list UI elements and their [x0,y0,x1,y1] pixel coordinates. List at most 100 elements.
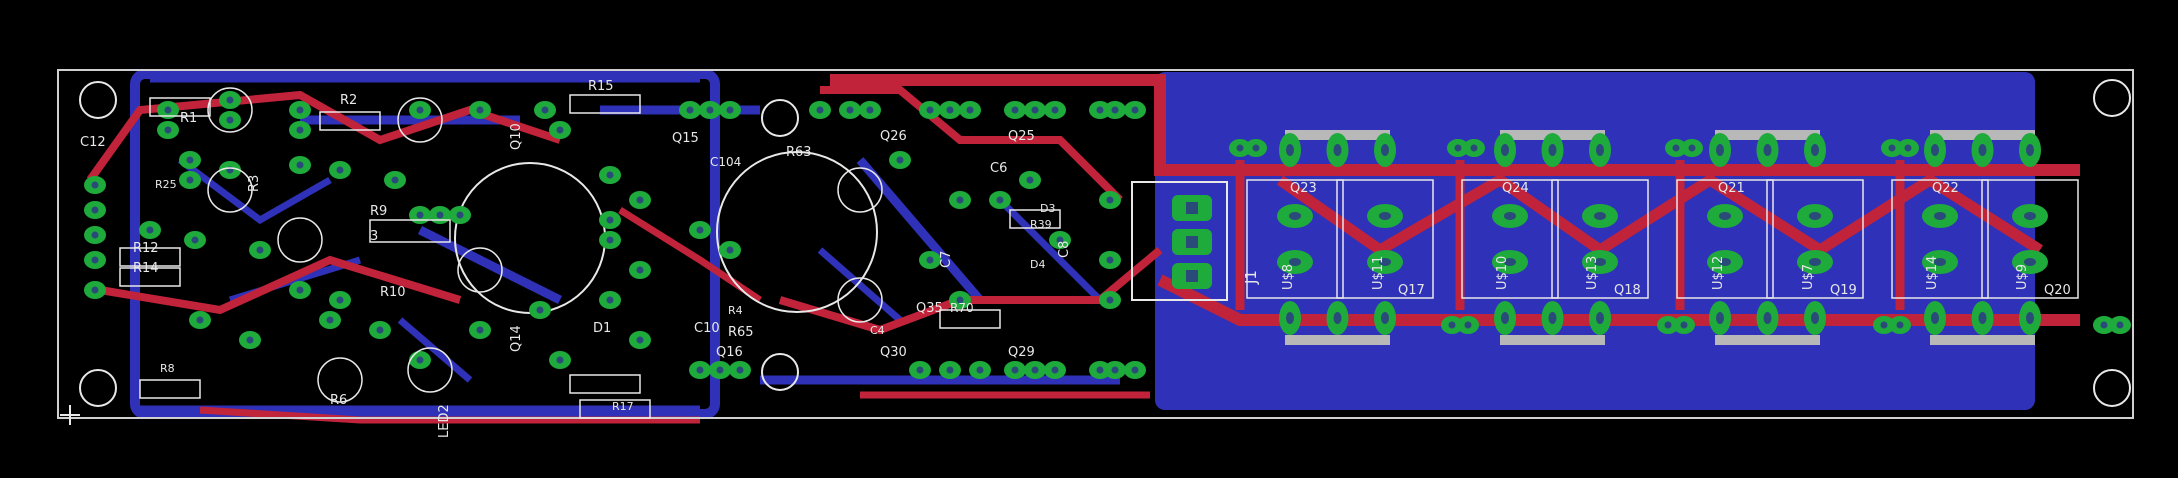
mounting-hole [2093,369,2131,407]
mounting-hole [79,81,117,119]
label-j1: J1 [1242,270,1260,285]
component-drill [926,256,934,264]
transistor-outline [837,167,883,213]
label-q26: Q26 [880,129,907,144]
transistor-outline [1766,179,1864,299]
component-drill [541,106,549,114]
component-drill [186,156,194,164]
transistor-drill [1934,258,1946,266]
transistor-outline [1246,179,1344,299]
component-drill [436,211,444,219]
transistor-outline [1891,179,1989,299]
component-drill [1111,106,1119,114]
label-u10: U$10 [1495,256,1510,290]
transistor-drill [1809,212,1821,220]
component-drill [191,236,199,244]
tab-drill [1978,312,1987,324]
component-drill [296,126,304,134]
resistor-outline [119,267,181,287]
component-drill [336,296,344,304]
component-drill [1236,144,1244,152]
tab-drill [1381,144,1389,156]
tab-drill [1548,312,1557,324]
component-drill [956,196,964,204]
component-drill [1464,321,1472,329]
tab-drill [1333,312,1342,324]
transistor-outline [1981,179,2079,299]
component-drill [996,196,1004,204]
label-r1: R1 [180,111,197,126]
label-q19: Q19 [1830,283,1857,298]
board-outline [57,69,2134,419]
component-drill [926,106,934,114]
large-components [454,151,1228,314]
component-drill [636,266,644,274]
label-r25: R25 [155,178,177,191]
component-drill [91,181,99,189]
component-drill [956,296,964,304]
silkscreen-labels-center: Q26 Q25 C6 C8 C7 R39 R70 Q35 Q30 Q29 R63… [728,129,1260,360]
component-drill [296,161,304,169]
mounting-hole [79,369,117,407]
component-drill [1031,366,1039,374]
connector-j1-outline [1131,181,1228,301]
component-drill [456,211,464,219]
mounting-hole [2093,79,2131,117]
component-drill [536,306,544,314]
tab-drill [1763,312,1772,324]
resistor-outline [149,97,211,117]
component-drill [716,366,724,374]
label-u8: U$8 [1281,264,1296,290]
component-drill [866,106,874,114]
tab-drill [1811,144,1819,156]
label-q18: Q18 [1614,283,1641,298]
top-trace [1235,160,1905,310]
component-drill [391,176,399,184]
label-q20: Q20 [2044,283,2071,298]
label-r15: R15 [588,79,614,94]
component-drill [1888,144,1896,152]
label-c6: C6 [990,161,1007,176]
label-r17: R17 [612,400,634,413]
label-r63: R63 [786,145,812,160]
label-q14: Q14 [509,325,524,352]
transistor-drill [1379,212,1391,220]
transistor-outline [397,97,443,143]
resistor-outline [939,309,1001,329]
label-q23: Q23 [1290,181,1317,196]
component-drill [556,356,564,364]
component-drill [946,366,954,374]
component-drill [1131,106,1139,114]
transistor-outline [1461,179,1559,299]
label-u12: U$12 [1711,256,1726,290]
transistor-outline [1551,179,1649,299]
label-c7: C7 [939,251,954,268]
label-c12: C12 [80,135,106,150]
component-drill [726,106,734,114]
transistor-outline [837,277,883,323]
transistor-drill [1934,212,1946,220]
tab-drill [1548,144,1557,156]
component-drill [636,196,644,204]
label-q17: Q17 [1398,283,1425,298]
component-drill [606,236,614,244]
transistor-drill [1289,212,1301,220]
label-c4: C4 [870,324,885,337]
component-drill [1131,366,1139,374]
label-u13: U$13 [1585,256,1600,290]
tab-drill [1596,144,1604,156]
tab-drill [1811,312,1819,324]
component-drill [1011,366,1019,374]
component-drill [1470,144,1478,152]
label-d4: D4 [1030,258,1045,271]
component-drill [416,356,424,364]
transistor-drill [1719,212,1731,220]
component-drill [1454,144,1462,152]
component-drill [1448,321,1456,329]
resistor-outline [369,219,451,243]
label-q29: Q29 [1008,345,1035,360]
transistor-drill [1594,258,1606,266]
component-drill [196,316,204,324]
tab-drill [1716,144,1724,156]
tab-drill [1333,144,1342,156]
